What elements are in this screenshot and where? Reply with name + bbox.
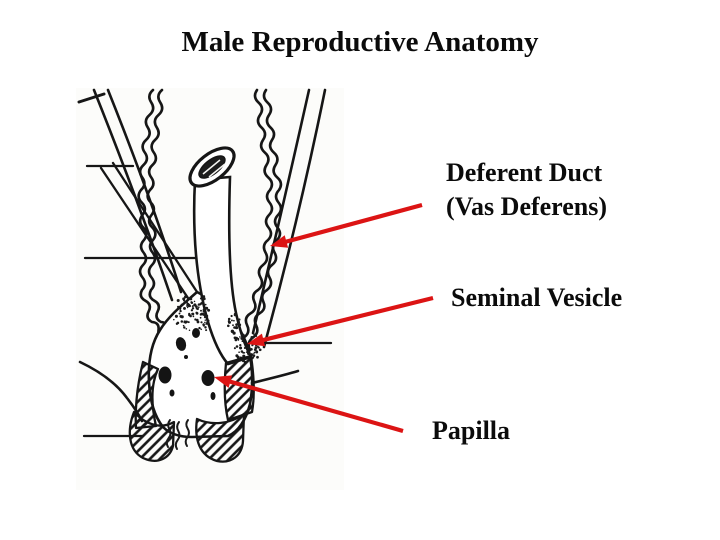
- label-deferent-duct-line2: (Vas Deferens): [446, 192, 608, 221]
- label-deferent-duct: Deferent Duct (Vas Deferens): [446, 156, 607, 224]
- bulb-apex-stipple: [173, 295, 199, 332]
- papilla-arrow: [214, 375, 404, 434]
- tuft-squiggle: [174, 421, 181, 450]
- left-vas-deferens-squiggle: [137, 88, 167, 340]
- papilla-spot: [210, 392, 216, 400]
- left-vas-deferens-squiggle: [146, 88, 176, 340]
- label-seminal-vesicle: Seminal Vesicle: [451, 283, 623, 312]
- left-side-curve: [78, 360, 144, 423]
- deferent-duct-arrow: [270, 202, 423, 248]
- seminal-vesicle-arrow: [247, 295, 434, 347]
- papilla-spot: [169, 389, 175, 397]
- tuft-squiggle: [184, 419, 190, 447]
- top-left-line: [77, 92, 106, 104]
- papilla-spot: [175, 337, 187, 351]
- right-body-wall-line: [251, 88, 311, 335]
- right-vas-deferens-squiggle: [238, 88, 274, 352]
- papilla-spot: [184, 355, 188, 359]
- papilla-spots: [158, 328, 216, 400]
- left-crossing-line: [111, 161, 201, 297]
- right-side-curve: [250, 369, 300, 385]
- papilla-spot: [201, 370, 215, 386]
- label-papilla: Papilla: [432, 416, 511, 445]
- papilla-spot: [192, 328, 200, 338]
- tuft-squiggle: [165, 419, 172, 448]
- hatched-crus-left-foot: [128, 410, 176, 462]
- label-deferent-duct-line1: Deferent Duct: [446, 158, 603, 187]
- tube-side-stipple: [227, 312, 242, 335]
- tube-opening-hatch: [202, 159, 226, 178]
- slide-title: Male Reproductive Anatomy: [181, 26, 539, 58]
- hatched-crus-right-foot: [195, 412, 246, 463]
- bulb-notch-stipple: [195, 295, 211, 332]
- right-vas-deferens-squiggle: [247, 88, 283, 352]
- papilla-spot: [158, 366, 172, 384]
- right-body-wall-line: [262, 88, 327, 349]
